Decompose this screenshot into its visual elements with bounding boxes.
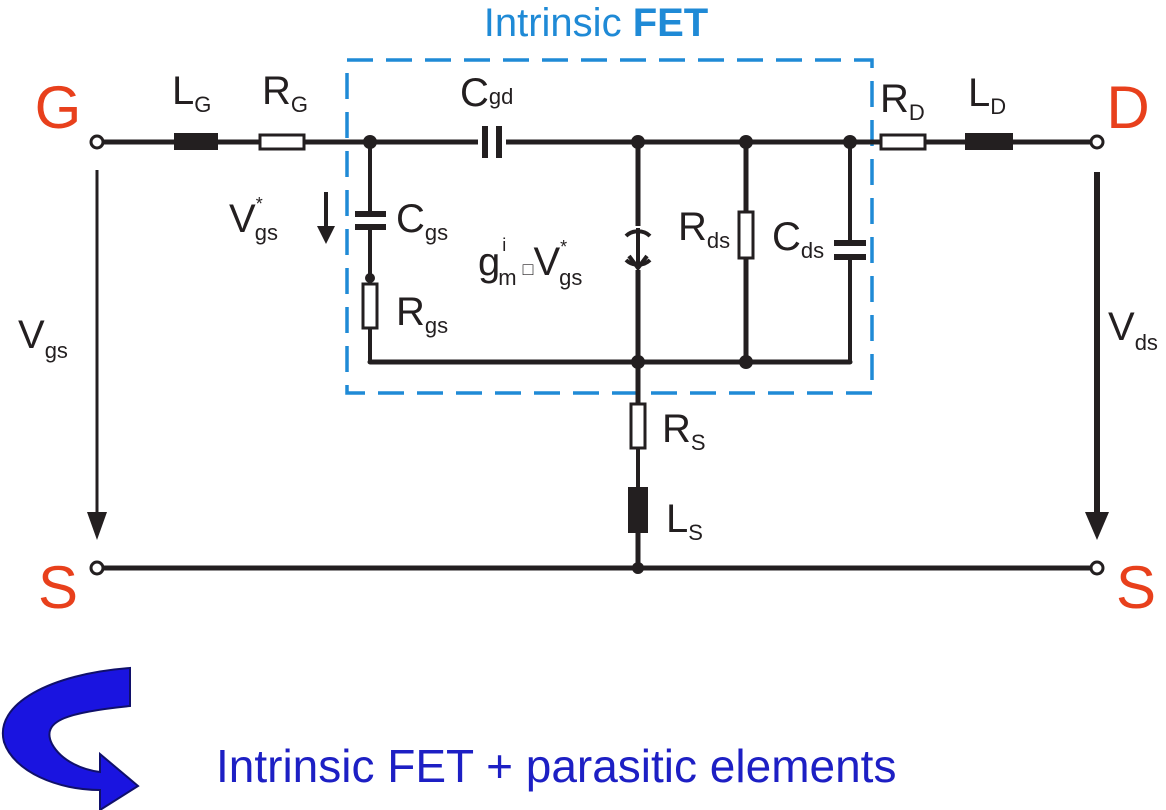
resistor-rg bbox=[258, 133, 306, 151]
resistor-rds bbox=[737, 210, 755, 260]
curved-arrow-icon bbox=[1, 666, 140, 810]
node bbox=[739, 355, 753, 369]
label-vds: Vds bbox=[1108, 305, 1158, 355]
source-label-right: S bbox=[1116, 554, 1156, 621]
node bbox=[363, 135, 377, 149]
intrinsic-fet-title: Intrinsic FET bbox=[484, 1, 708, 45]
label-rs: RS bbox=[662, 407, 706, 455]
inductor-ls bbox=[628, 487, 648, 533]
label-rg: RG bbox=[262, 69, 308, 117]
title-bold: FET bbox=[633, 1, 709, 45]
node bbox=[632, 562, 644, 574]
source-terminal-left bbox=[89, 560, 105, 576]
current-source-icon bbox=[618, 226, 658, 272]
inductor-ld bbox=[965, 133, 1013, 150]
junction-nodes bbox=[363, 135, 857, 574]
label-cgs: Cgs bbox=[396, 197, 448, 245]
gate-terminal bbox=[89, 134, 105, 150]
label-lg: LG bbox=[172, 69, 211, 117]
label-rd: RD bbox=[880, 77, 925, 125]
node bbox=[365, 273, 375, 283]
vgs-star-arrow-icon bbox=[317, 192, 335, 244]
vgs-arrow-icon bbox=[87, 170, 107, 540]
wires bbox=[95, 139, 1099, 571]
resistor-rd bbox=[879, 133, 927, 151]
label-ld: LD bbox=[968, 71, 1006, 119]
footer-caption: Intrinsic FET + parasitic elements bbox=[216, 740, 896, 792]
node bbox=[631, 355, 645, 369]
label-rds: Rds bbox=[678, 205, 730, 253]
gate-label: G bbox=[35, 74, 82, 141]
node bbox=[631, 135, 645, 149]
label-rgs: Rgs bbox=[396, 290, 448, 338]
node bbox=[739, 135, 753, 149]
source-label-left: S bbox=[38, 554, 78, 621]
label-cgd: Cgd bbox=[460, 71, 513, 115]
drain-terminal bbox=[1089, 134, 1105, 150]
label-cds: Cds bbox=[772, 215, 824, 263]
label-vgs: Vgs bbox=[18, 313, 68, 363]
vds-arrow-icon bbox=[1085, 172, 1109, 540]
drain-label: D bbox=[1106, 74, 1149, 141]
resistor-rs bbox=[629, 402, 647, 450]
label-ls: LS bbox=[666, 497, 703, 545]
node bbox=[843, 135, 857, 149]
label-vgs-star: V*gs bbox=[229, 194, 278, 245]
title-prefix: Intrinsic bbox=[484, 1, 633, 45]
inductor-lg bbox=[174, 133, 218, 150]
resistor-rgs bbox=[361, 282, 379, 330]
source-terminal-right bbox=[1089, 560, 1105, 576]
